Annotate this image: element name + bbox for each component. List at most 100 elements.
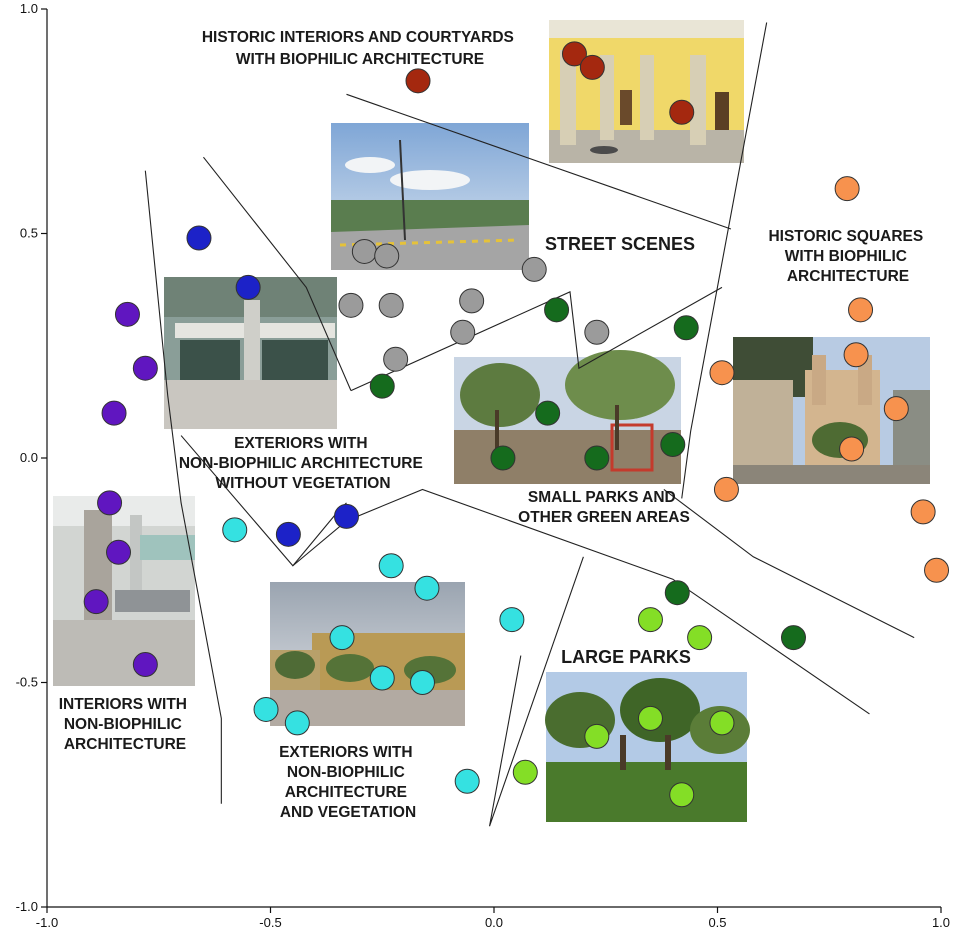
data-point-interiors-non-biophilic <box>132 355 158 381</box>
data-point-large-parks <box>512 759 538 785</box>
label-historic-squares-line-3: ARCHITECTURE <box>787 268 909 285</box>
data-point-street-scenes <box>383 346 409 372</box>
data-point-interiors-non-biophilic <box>101 400 127 426</box>
data-point-exteriors-veg <box>454 768 480 794</box>
data-point-exteriors-no-veg <box>186 225 212 251</box>
label-historic-squares-line-1: HISTORIC SQUARES <box>768 228 923 245</box>
region-boundary-line <box>144 170 222 804</box>
data-point-large-parks <box>637 705 663 731</box>
data-point-small-parks <box>673 315 699 341</box>
data-point-street-scenes <box>459 288 485 314</box>
data-point-interiors-non-biophilic <box>114 301 140 327</box>
data-point-interiors-non-biophilic <box>132 652 158 678</box>
data-point-historic-interiors <box>669 99 695 125</box>
data-point-street-scenes <box>338 292 364 318</box>
x-tick-label: -1.0 <box>36 915 58 930</box>
photo-small-park <box>454 350 681 484</box>
label-exteriors-vegetation-line-3: ARCHITECTURE <box>285 784 407 801</box>
x-tick-label: 0.5 <box>708 915 726 930</box>
y-tick-label: 1.0 <box>20 1 38 16</box>
label-historic-squares-line-2: WITH BIOPHILIC <box>785 248 907 265</box>
photo-exterior-no-vegetation <box>164 277 337 429</box>
data-point-street-scenes <box>378 292 404 318</box>
label-exteriors-vegetation-line-1: EXTERIORS WITH <box>279 744 412 761</box>
data-point-exteriors-veg <box>378 553 404 579</box>
data-point-street-scenes <box>351 238 377 264</box>
region-boundary-line <box>488 556 584 827</box>
x-tick-label: -0.5 <box>259 915 281 930</box>
data-point-small-parks <box>584 445 610 471</box>
data-point-small-parks <box>664 580 690 606</box>
label-small-parks-line-2: OTHER GREEN AREAS <box>518 509 690 526</box>
photo-historic-courtyard <box>549 20 744 163</box>
label-interiors-non-biophilic-line-2: NON-BIOPHILIC <box>64 716 182 733</box>
label-large-parks: LARGE PARKS <box>561 647 691 667</box>
data-point-exteriors-veg <box>414 575 440 601</box>
data-point-exteriors-veg <box>253 696 279 722</box>
photo-large-park <box>545 672 750 822</box>
photo-exterior-vegetation <box>270 582 465 726</box>
data-point-historic-squares <box>713 476 739 502</box>
data-point-interiors-non-biophilic <box>83 589 109 615</box>
region-boundary-line <box>346 93 732 230</box>
y-tick-label: 0.5 <box>20 226 38 241</box>
region-boundary-line <box>663 488 915 639</box>
data-point-interiors-non-biophilic <box>106 539 132 565</box>
label-historic-interiors-line-1: HISTORIC INTERIORS AND COURTYARDS <box>202 29 514 46</box>
label-exteriors-vegetation-line-2: NON-BIOPHILIC <box>287 764 405 781</box>
data-point-historic-squares <box>834 176 860 202</box>
data-point-street-scenes <box>521 256 547 282</box>
label-historic-interiors: HISTORIC INTERIORS AND COURTYARDS WITH B… <box>202 29 518 68</box>
data-point-historic-squares <box>848 297 874 323</box>
data-point-large-parks <box>709 710 735 736</box>
label-street-scenes: STREET SCENES <box>545 234 695 254</box>
data-point-historic-interiors <box>579 54 605 80</box>
data-point-street-scenes <box>450 319 476 345</box>
region-boundary-line <box>292 488 870 715</box>
data-point-small-parks <box>369 373 395 399</box>
label-interiors-non-biophilic-line-1: INTERIORS WITH <box>59 696 187 713</box>
data-point-historic-interiors <box>405 68 431 94</box>
data-points <box>83 41 950 808</box>
data-point-historic-squares <box>883 396 909 422</box>
data-point-exteriors-no-veg <box>235 274 261 300</box>
data-point-large-parks <box>584 723 610 749</box>
data-point-historic-interiors <box>561 41 587 67</box>
data-point-small-parks <box>660 432 686 458</box>
region-boundary-line <box>203 156 352 391</box>
label-interiors-non-biophilic: INTERIORS WITH NON-BIOPHILIC ARCHITECTUR… <box>59 696 192 753</box>
data-point-large-parks <box>669 782 695 808</box>
region-boundaries <box>144 22 915 827</box>
data-point-exteriors-no-veg <box>275 521 301 547</box>
data-point-historic-squares <box>910 499 936 525</box>
data-point-exteriors-veg <box>329 625 355 651</box>
label-exteriors-no-vegetation: EXTERIORS WITH NON-BIOPHILIC ARCHITECTUR… <box>179 435 427 492</box>
label-exteriors-vegetation-line-4: AND VEGETATION <box>280 804 416 821</box>
data-point-interiors-non-biophilic <box>97 490 123 516</box>
label-exteriors-no-vegetation-line-3: WITHOUT VEGETATION <box>215 475 390 492</box>
photo-interior-non-biophilic <box>53 496 195 686</box>
data-point-small-parks <box>780 625 806 651</box>
data-point-street-scenes <box>584 319 610 345</box>
data-point-exteriors-no-veg <box>333 503 359 529</box>
data-point-small-parks <box>544 297 570 323</box>
label-street-scenes-line-1: STREET SCENES <box>545 234 695 254</box>
label-historic-squares: HISTORIC SQUARES WITH BIOPHILIC ARCHITEC… <box>768 228 927 285</box>
data-point-exteriors-veg <box>409 670 435 695</box>
data-point-exteriors-veg <box>222 517 248 543</box>
data-point-historic-squares <box>839 436 865 462</box>
data-point-exteriors-veg <box>284 710 310 736</box>
data-point-small-parks <box>535 400 561 426</box>
data-point-historic-squares <box>709 360 735 386</box>
x-tick-label: 1.0 <box>932 915 950 930</box>
y-tick-label: -1.0 <box>16 899 38 914</box>
data-point-exteriors-veg <box>499 607 525 633</box>
data-point-small-parks <box>490 445 516 471</box>
data-point-street-scenes <box>374 243 400 269</box>
label-exteriors-vegetation: EXTERIORS WITH NON-BIOPHILIC ARCHITECTUR… <box>279 744 417 821</box>
y-tick-label: -0.5 <box>16 675 38 690</box>
label-exteriors-no-vegetation-line-2: NON-BIOPHILIC ARCHITECTURE <box>179 455 423 472</box>
data-point-large-parks <box>637 607 663 633</box>
